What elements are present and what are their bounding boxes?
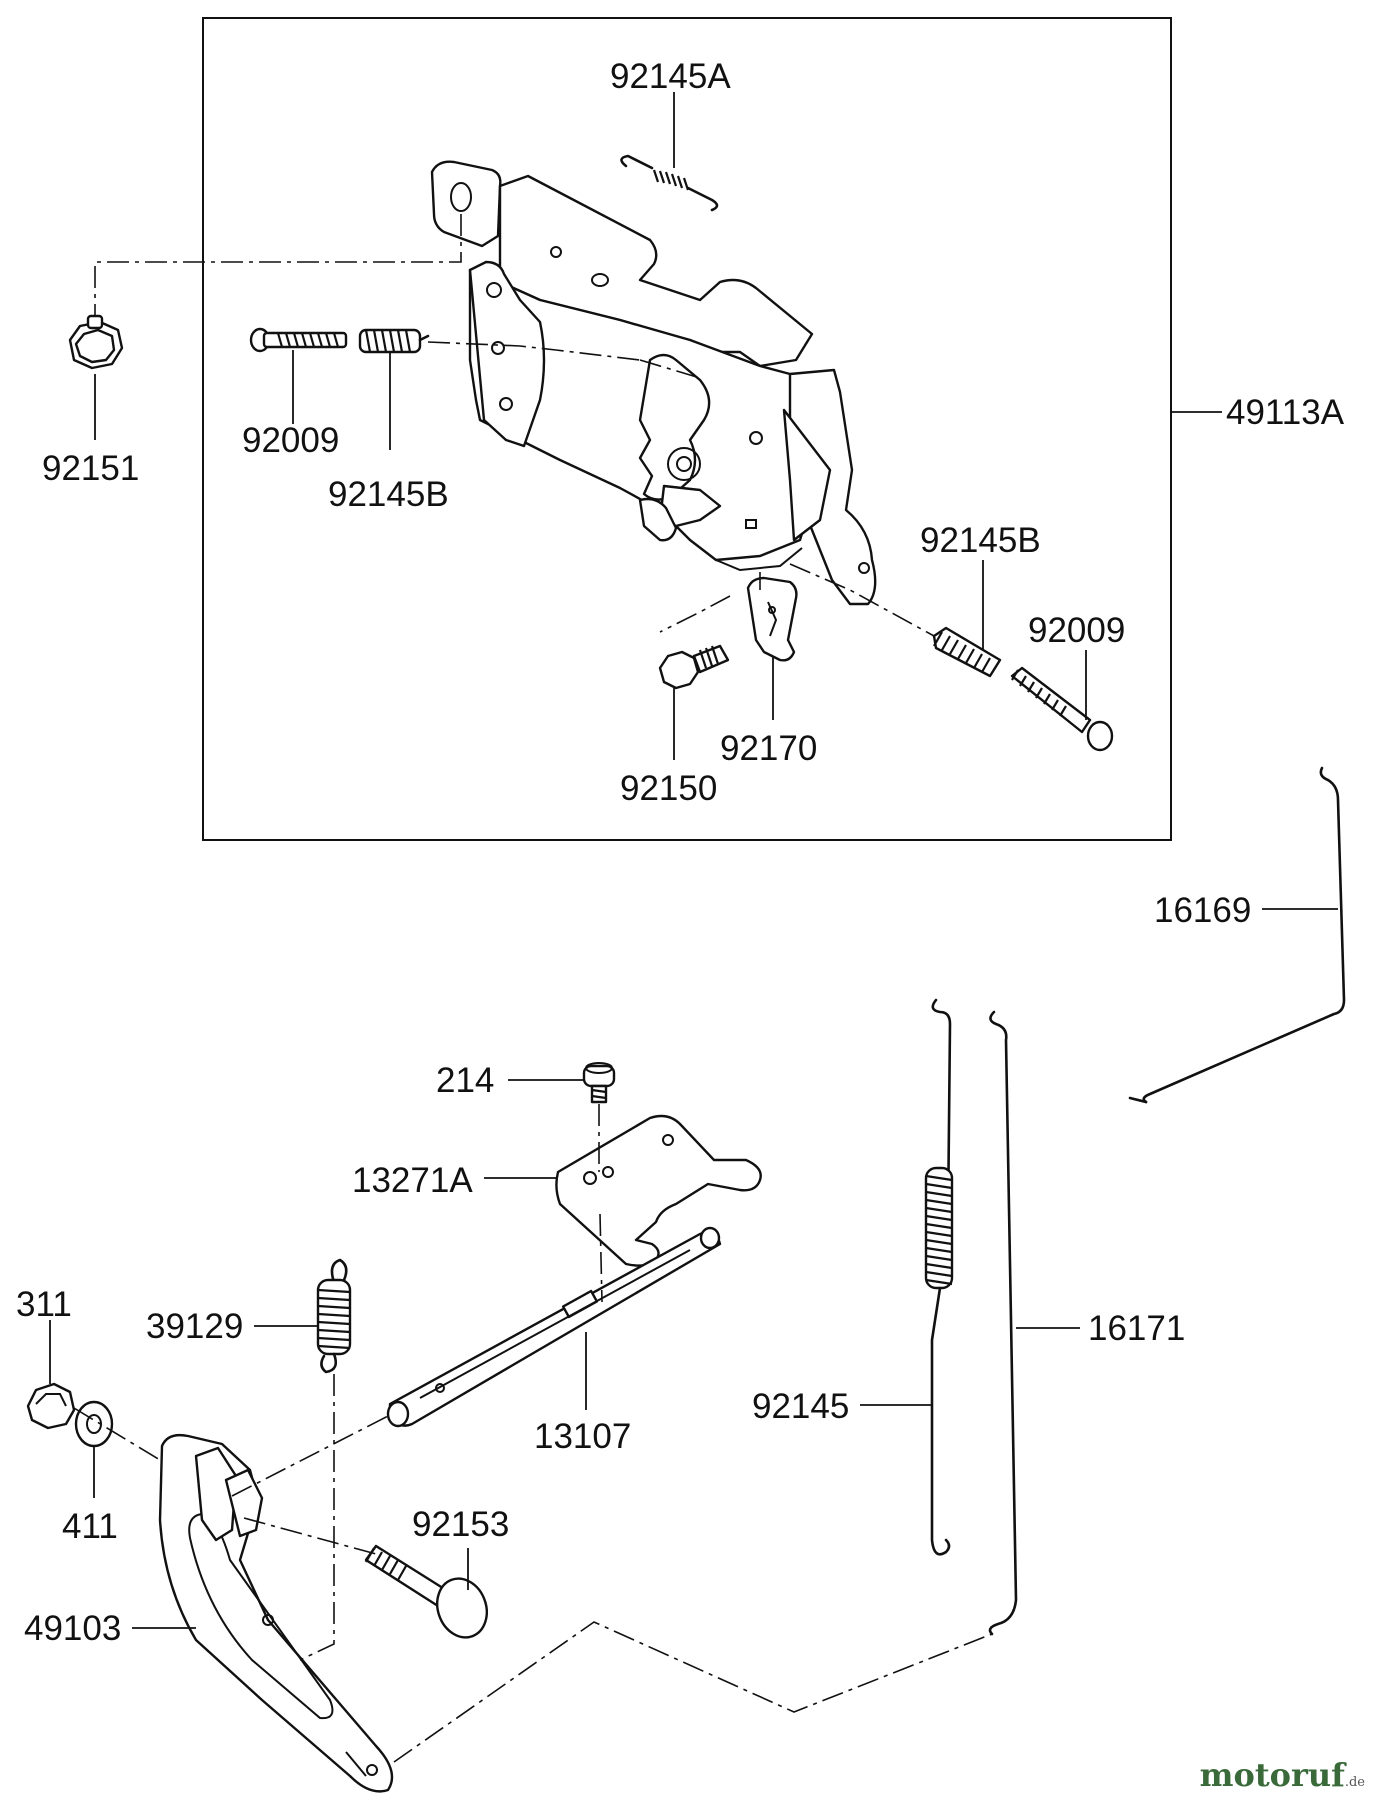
label-311: 311 xyxy=(16,1285,72,1324)
label-13271a: 13271A xyxy=(352,1161,473,1200)
label-16169: 16169 xyxy=(1154,891,1251,930)
washer-411 xyxy=(74,1400,114,1448)
lever-49103 xyxy=(158,1433,394,1793)
label-92009-top: 92009 xyxy=(242,421,339,460)
rod-16171 xyxy=(988,1010,1018,1636)
label-16171: 16171 xyxy=(1088,1309,1185,1348)
clip-92170 xyxy=(746,576,798,662)
label-411: 411 xyxy=(62,1507,118,1546)
spring-92145b-top xyxy=(358,328,430,354)
label-92145: 92145 xyxy=(752,1387,849,1426)
screw-214 xyxy=(582,1062,616,1104)
pivot-bolt-92153 xyxy=(364,1544,488,1639)
label-92153: 92153 xyxy=(412,1505,509,1544)
assembly-box-49113a xyxy=(202,17,1172,841)
label-49113a: 49113A xyxy=(1226,393,1345,432)
label-49103: 49103 xyxy=(24,1609,121,1648)
control-plate-bracket xyxy=(430,160,877,606)
bolt-92150 xyxy=(658,644,730,690)
spring-rod-92145 xyxy=(924,998,954,1556)
watermark-logo: motoruf.de xyxy=(1199,1756,1365,1794)
shaft-13107 xyxy=(386,1226,722,1428)
label-92145b-top: 92145B xyxy=(328,475,449,514)
leader-lines-top xyxy=(94,92,1222,760)
alignment-lines-bottom xyxy=(73,1104,993,1763)
rod-16169 xyxy=(1128,766,1346,1104)
label-92145a: 92145A xyxy=(610,57,731,96)
spring-39129 xyxy=(316,1258,352,1374)
label-214: 214 xyxy=(436,1061,494,1100)
bolt-92009-top xyxy=(249,327,348,353)
label-92151: 92151 xyxy=(42,449,139,488)
label-39129: 39129 xyxy=(146,1307,243,1346)
spring-92145b-right xyxy=(932,626,1002,678)
plate-13271a xyxy=(555,1114,762,1267)
label-92150: 92150 xyxy=(620,769,717,808)
label-92145b-right: 92145B xyxy=(920,521,1041,560)
label-13107: 13107 xyxy=(534,1417,631,1456)
nut-311 xyxy=(26,1382,76,1430)
spring-92145a xyxy=(620,154,719,212)
part-labels: 92145A 92151 92009 92145B 49113A 92145B … xyxy=(16,57,1345,1648)
alignment-lines-top xyxy=(94,214,935,637)
bolt-92009-right xyxy=(1010,666,1114,752)
label-92009-right: 92009 xyxy=(1028,611,1125,650)
label-92170: 92170 xyxy=(720,729,817,768)
flange-bolt-92151 xyxy=(68,314,124,370)
